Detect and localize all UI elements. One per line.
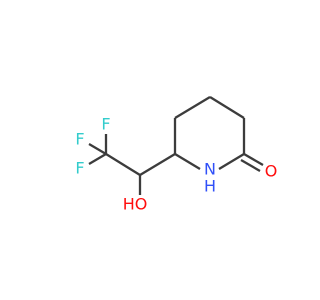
- nitrogen-hydrogen-label: H: [204, 177, 216, 196]
- nitrogen-label: N: [204, 160, 216, 179]
- molecule-diagram: F F F HO N H O: [75, 96, 278, 214]
- bond-cf3-f2: [88, 143, 107, 155]
- bond-cf3-f3: [88, 153, 107, 165]
- bond-n-c6: [174, 153, 201, 170]
- bond-c2-o-2: [240, 159, 261, 172]
- bond-c2-o-1: [243, 153, 264, 166]
- hydroxyl-label: HO: [123, 195, 148, 214]
- bond-c6-choh: [139, 153, 176, 176]
- carbonyl-oxygen-label: O: [265, 162, 278, 181]
- bond-c5-c4: [174, 96, 211, 119]
- structure-drawing: F F F HO N H O: [75, 96, 278, 214]
- fluorine-label-left: F: [75, 130, 84, 149]
- fluorine-label-top: F: [101, 115, 110, 134]
- fluorine-label-bottom: F: [75, 159, 84, 178]
- bond-choh-cf3: [105, 153, 141, 176]
- bond-c2-n: [218, 153, 245, 170]
- bond-c4-c3: [209, 96, 245, 119]
